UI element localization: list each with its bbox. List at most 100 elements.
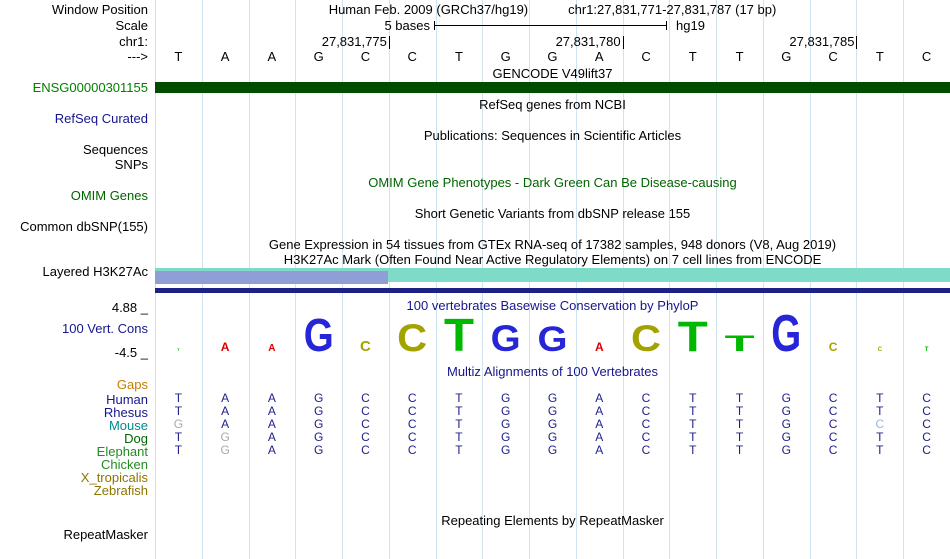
species-label-elephant[interactable]: Elephant [96,444,148,459]
sequence-base: A [594,49,604,64]
conservation-logo-letter: A [221,340,230,354]
alignment-base: G [781,430,791,444]
alignment-base: T [174,391,183,405]
sequence-base: T [735,49,744,64]
alignment-base: G [220,443,230,457]
repeatmasker-track-title[interactable]: Repeating Elements by RepeatMasker [441,513,664,528]
alignment-base: T [174,404,183,418]
alignment-base: G [781,443,791,457]
alignment-base: G [313,404,324,418]
alignment-base: G [501,391,511,405]
species-label-rhesus[interactable]: Rhesus [103,405,148,420]
scale-bar-right-tick [666,21,667,30]
conservation-logo-letter: T [177,347,180,352]
scale-bar-line [434,25,667,26]
alignment-base: G [781,404,791,418]
alignment-base: G [547,404,558,418]
gtex-track-title[interactable]: Gene Expression in 54 tissues from GTEx … [268,237,837,252]
alignment-base: C [828,417,838,431]
sequence-base: C [360,49,371,64]
sequence-base: A [220,49,230,64]
alignment-base: G [313,443,324,457]
omim-track-title[interactable]: OMIM Gene Phenotypes - Dark Green Can Be… [368,175,737,190]
alignment-base: C [361,430,370,444]
h3k27ac-signal-bar-left[interactable] [155,271,388,284]
ruler-tick [388,36,390,49]
position-header: Human Feb. 2009 (GRCh37/hg19) chr1:27,83… [155,2,950,17]
gencode-track-title[interactable]: GENCODE V49lift37 [492,66,613,81]
conservation-max-label: 4.88 _ [111,300,148,315]
sequences-track-label[interactable]: Sequences [82,142,148,157]
genome-version-label: hg19 [676,18,705,33]
alignment-base: A [595,443,604,457]
alignment-base: T [876,404,884,418]
alignment-base: G [781,391,791,405]
species-label-chicken[interactable]: Chicken [101,457,148,472]
alignment-base: T [689,391,697,405]
conservation-logo-letter: A [595,340,604,354]
alignment-base: G [547,417,558,431]
alignment-base: C [641,404,651,418]
publications-track-title[interactable]: Publications: Sequences in Scientific Ar… [423,128,682,143]
alignment-base: T [689,443,697,457]
conservation-logo-letter: C [829,340,838,354]
refseq-track-label[interactable]: RefSeq Curated [54,111,148,126]
alignment-base: T [455,404,463,418]
multiz-track-title[interactable]: Multiz Alignments of 100 Vertebrates [446,364,658,379]
conservation-logo-letter: T [925,347,929,353]
alignment-base: C [828,443,838,457]
chrom-label: chr1: [119,34,148,49]
h3k27ac-baseline-bar[interactable] [155,288,950,293]
alignment-base: C [828,404,838,418]
alignment-base: T [876,430,884,444]
sequence-base: G [500,49,511,64]
dbsnp-track-label[interactable]: Common dbSNP(155) [20,219,148,234]
strand-arrow-label: ---> [127,49,148,64]
gencode-gene-label[interactable]: ENSG00000301155 [32,80,148,95]
conservation-logo-letter: C [360,338,371,355]
scale-value: 5 bases [384,18,430,33]
ruler-label: 27,831,780 [555,34,621,49]
species-label-x_tropicalis[interactable]: X_tropicalis [80,470,148,485]
conservation-logo-letter: G [491,318,521,359]
h3k27ac-track-label[interactable]: Layered H3K27Ac [42,264,148,279]
alignment-base: C [407,430,417,444]
dbsnp-track-title[interactable]: Short Genetic Variants from dbSNP releas… [414,206,691,221]
conservation-logo-letter: C [397,317,427,360]
alignment-base: T [735,430,744,444]
species-label-mouse[interactable]: Mouse [108,418,148,433]
alignment-base: C [828,430,838,444]
alignment-base: C [922,443,931,457]
alignment-base: G [501,417,511,431]
alignment-base: C [922,404,931,418]
gencode-gene-bar[interactable] [155,82,950,93]
sequence-base: T [454,49,463,64]
refseq-track-title[interactable]: RefSeq genes from NCBI [479,97,626,112]
omim-track-label[interactable]: OMIM Genes [70,188,148,203]
alignment-base: C [407,417,417,431]
alignment-base: C [407,443,417,457]
alignment-base: G [501,404,511,418]
alignment-base: T [876,391,884,405]
conservation-logo-letter: T [678,313,708,361]
conservation-track-label[interactable]: 100 Vert. Cons [62,321,148,336]
gaps-label[interactable]: Gaps [116,377,148,392]
conservation-track-title[interactable]: 100 vertebrates Basewise Conservation by… [406,298,699,313]
alignment-base: A [595,430,604,444]
species-label-zebrafish[interactable]: Zebrafish [93,483,148,498]
alignment-base: C [922,417,931,431]
conservation-logo-letter: A [268,343,275,354]
alignment-base: C [407,391,417,405]
h3k27ac-track-title[interactable]: H3K27Ac Mark (Often Found Near Active Re… [283,252,822,267]
alignment-base: A [221,404,230,418]
snps-track-label[interactable]: SNPs [114,157,148,172]
species-label-dog[interactable]: Dog [124,431,148,446]
alignment-base: T [455,430,463,444]
scale-bar-left-tick [434,21,435,30]
alignment-base: T [735,404,744,418]
alignment-base: A [221,391,230,405]
repeatmasker-track-label[interactable]: RepeatMasker [63,527,148,542]
species-label-human[interactable]: Human [106,392,148,407]
